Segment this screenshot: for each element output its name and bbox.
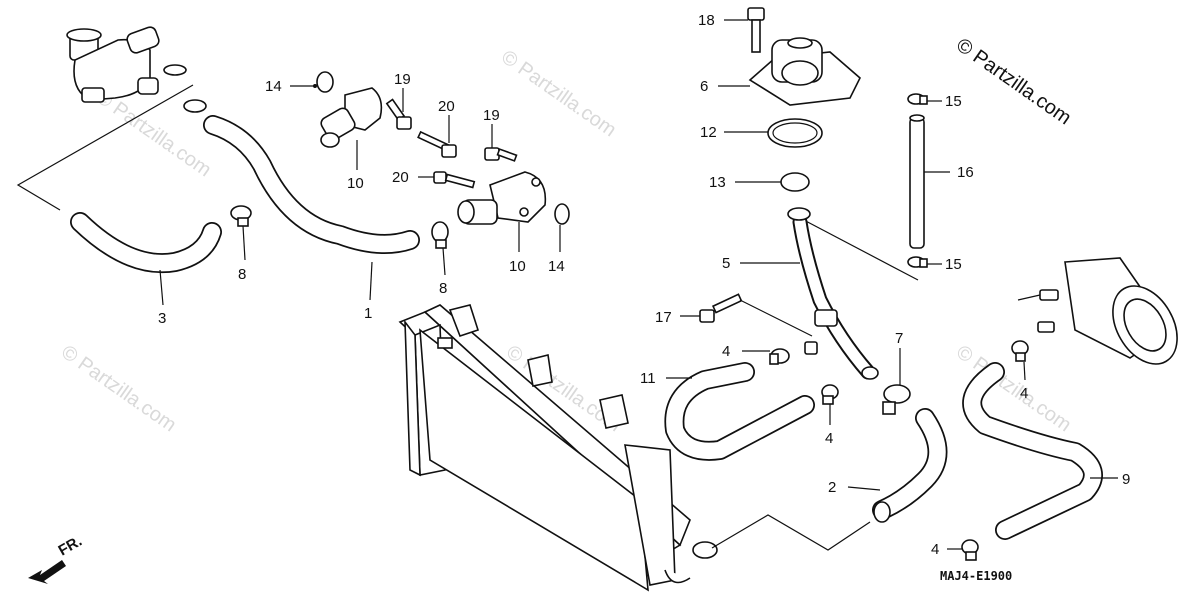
callout-10-lower: 10 <box>509 258 526 275</box>
bolt-18 <box>747 7 765 53</box>
bolt-19-right <box>484 147 518 162</box>
bolt-17 <box>699 293 743 323</box>
callout-8-left: 8 <box>238 266 246 283</box>
callout-15-bottom: 15 <box>945 256 962 273</box>
hose-clamp-8-left <box>230 205 252 227</box>
callout-15-top: 15 <box>945 93 962 110</box>
bolt-19-top <box>385 98 412 130</box>
callout-3: 3 <box>158 310 166 327</box>
callout-19-right: 19 <box>483 107 500 124</box>
watermark-text: © Partzilla.com <box>497 46 620 141</box>
callout-4-d: 4 <box>931 541 939 558</box>
o-ring-13 <box>780 172 810 192</box>
callout-16: 16 <box>957 164 974 181</box>
callout-7: 7 <box>895 330 903 347</box>
water-joint-10-lower <box>457 171 547 225</box>
hose-16 <box>909 114 925 249</box>
hose-clamp-4-d <box>961 539 979 561</box>
callout-2: 2 <box>828 479 836 496</box>
callout-8-right: 8 <box>439 280 447 297</box>
callout-14-lower: 14 <box>548 258 565 275</box>
hose-clamp-4-b <box>821 384 839 405</box>
hose-clamp-4-a <box>769 348 790 365</box>
diagram-code: MAJ4-E1900 <box>940 569 1012 583</box>
pipe-bolt <box>804 341 818 355</box>
water-pipe-5 <box>787 207 879 380</box>
callout-17: 17 <box>655 309 672 326</box>
callout-5: 5 <box>722 255 730 272</box>
oil-cooler <box>1017 257 1178 365</box>
callout-11: 11 <box>640 370 656 387</box>
clamp-15-top <box>907 93 928 105</box>
bolt-20-top <box>417 130 457 158</box>
hose-9 <box>962 362 1103 540</box>
thermostat-cover-6 <box>748 37 861 106</box>
watermark-text: © Partzilla.com <box>57 341 180 436</box>
hose-clamp-4-c <box>1011 340 1029 362</box>
callout-20-top: 20 <box>438 98 455 115</box>
callout-4-c: 4 <box>1020 385 1028 402</box>
callout-1: 1 <box>364 305 372 322</box>
hose-clamp-8-right <box>431 221 449 249</box>
hose-3 <box>70 212 222 274</box>
callout-4-a: 4 <box>722 343 730 360</box>
radiator <box>398 304 718 592</box>
clamp-15-bottom <box>907 256 928 268</box>
callout-19-top: 19 <box>394 71 411 88</box>
hose-1 <box>203 115 420 254</box>
callout-18: 18 <box>698 12 715 29</box>
o-ring-14-lower <box>554 203 570 225</box>
callout-13: 13 <box>709 174 726 191</box>
callout-12: 12 <box>700 124 717 141</box>
callout-20-lower: 20 <box>392 169 409 186</box>
copyright-text: © Partzilla.com <box>952 34 1075 129</box>
water-joint-10-top <box>320 87 383 148</box>
hose-11 <box>664 362 815 461</box>
front-direction-arrow: FR. <box>28 533 85 584</box>
callout-6: 6 <box>700 78 708 95</box>
callout-14-top: 14 <box>265 78 282 95</box>
callout-10-top: 10 <box>347 175 364 192</box>
callout-9: 9 <box>1122 471 1130 488</box>
bolt-20-lower <box>433 171 476 189</box>
o-ring-14-top <box>316 71 334 93</box>
direction-label: FR. <box>56 533 85 560</box>
hose-2 <box>872 408 948 523</box>
hose-clamp-7 <box>882 384 911 415</box>
thermostat-housing-assembly <box>66 26 207 113</box>
callout-4-b: 4 <box>825 430 833 447</box>
o-ring-12 <box>767 118 823 148</box>
